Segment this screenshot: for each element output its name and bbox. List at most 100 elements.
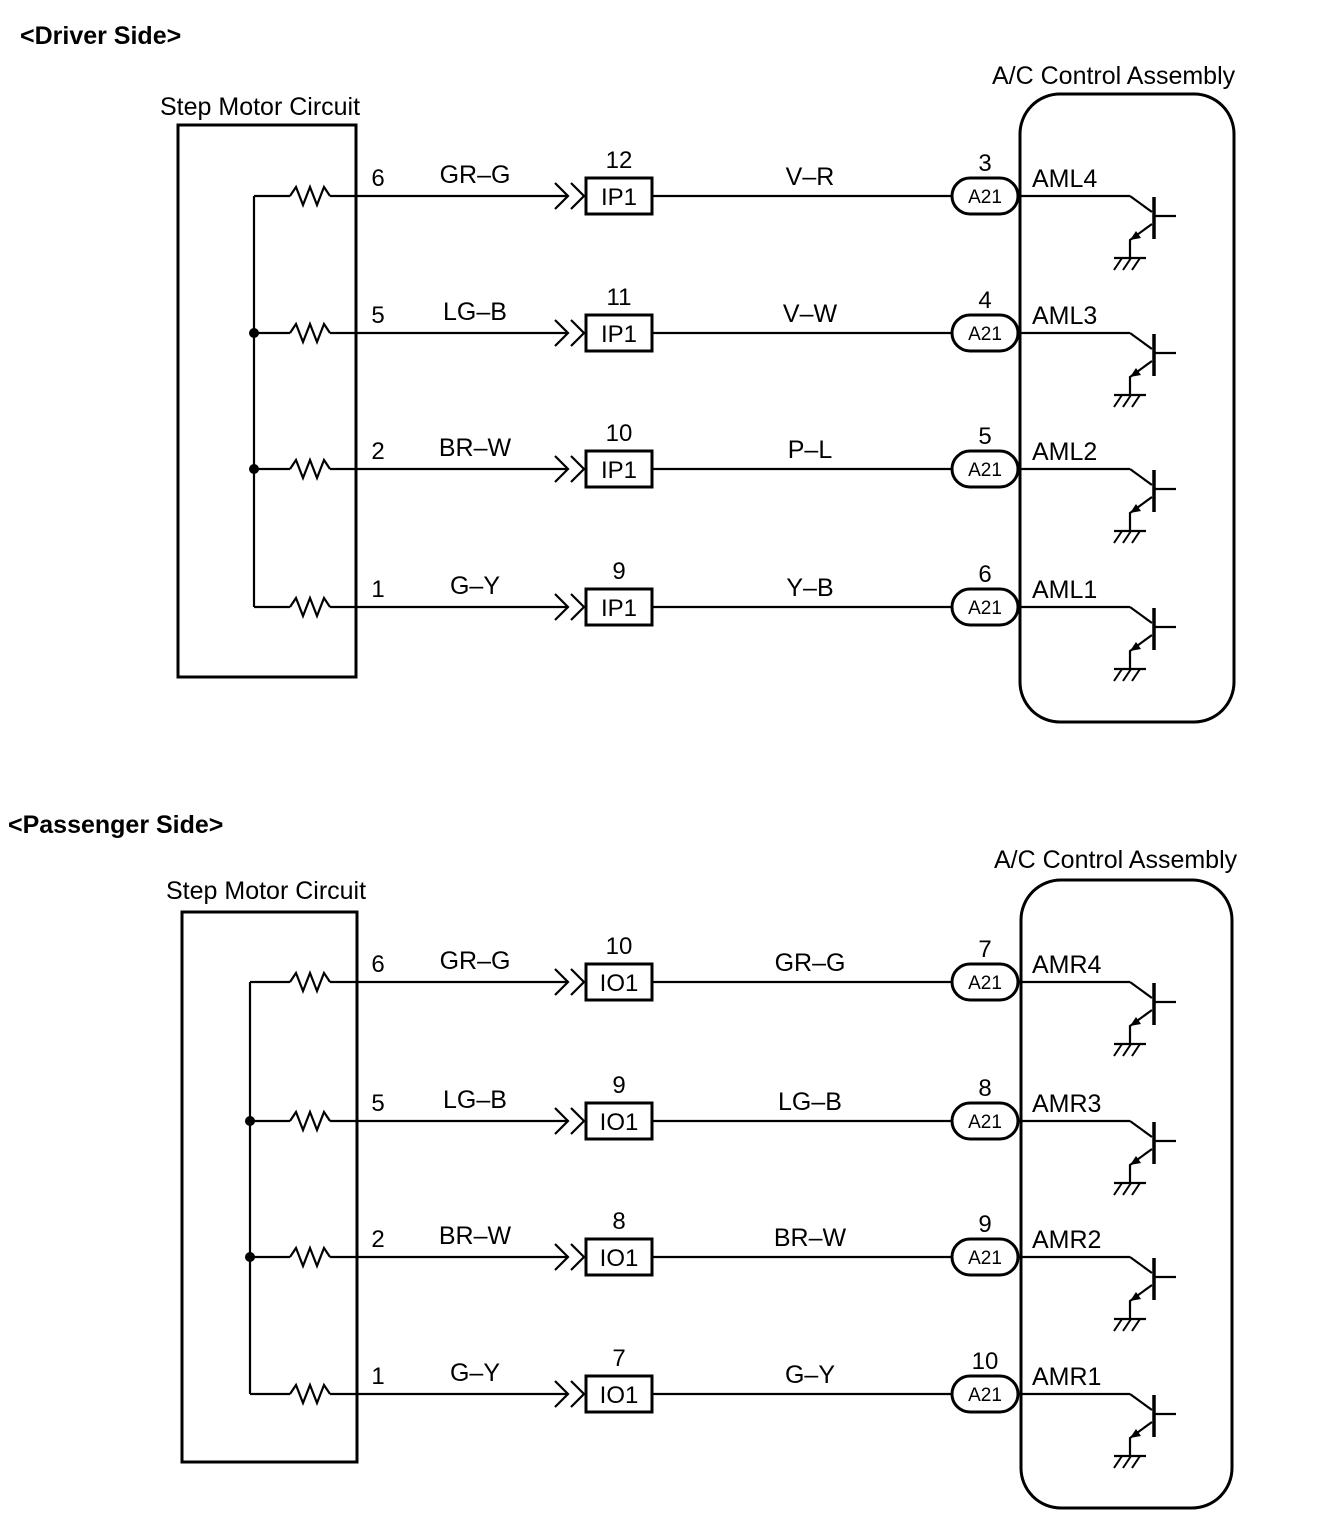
ecu-pin-number: 6 xyxy=(978,561,991,588)
transistor-emitter xyxy=(1128,496,1153,531)
ground-hatch xyxy=(1113,1455,1123,1469)
ground-hatch xyxy=(1113,394,1123,408)
section-heading: <Passenger Side> xyxy=(8,811,223,839)
chevron-connector-icon xyxy=(554,968,570,996)
ac-control-assembly-box xyxy=(1019,878,1234,1510)
ground-hatch xyxy=(1113,1182,1123,1196)
pin-number: 5 xyxy=(371,1090,384,1117)
signal-name: AMR4 xyxy=(1032,951,1102,979)
ground-hatch xyxy=(1122,530,1132,544)
chevron-connector-icon xyxy=(554,1380,570,1408)
pin-number: 2 xyxy=(371,1226,384,1253)
chevron-connector-icon xyxy=(570,455,586,483)
connector-id: IP1 xyxy=(601,595,637,622)
chevron-connector-icon xyxy=(570,1380,586,1408)
connector-pin-number: 9 xyxy=(612,1072,625,1099)
inline-connector-box xyxy=(584,1101,654,1141)
coil-resistor-icon xyxy=(289,1381,331,1407)
chevron-connector-icon xyxy=(554,593,570,621)
connector-pin-number: 7 xyxy=(612,1345,625,1372)
wire-color-label: Y–B xyxy=(786,574,833,602)
ground-hatch xyxy=(1131,668,1141,682)
ground-icon xyxy=(1113,668,1141,682)
signal-name: AML1 xyxy=(1032,576,1097,604)
step-motor-box xyxy=(176,123,358,679)
wire-color-label: BR–W xyxy=(439,1222,512,1250)
ecu-connector-id: A21 xyxy=(968,973,1002,994)
signal-name: AML3 xyxy=(1032,302,1097,330)
ecu-connector-id: A21 xyxy=(968,1248,1002,1269)
ground-hatch xyxy=(1122,394,1132,408)
step-motor-circuit-label: Step Motor Circuit xyxy=(166,877,366,905)
emitter-arrow-icon xyxy=(1130,1292,1141,1301)
coil-resistor-icon xyxy=(289,456,331,482)
wire-color-label: G–Y xyxy=(785,1361,835,1389)
connector-pin-number: 10 xyxy=(606,420,633,447)
ecu-connector-id: A21 xyxy=(968,187,1002,208)
chevron-connector-icon xyxy=(554,455,570,483)
ecu-connector-id: A21 xyxy=(968,598,1002,619)
coil-resistor-icon xyxy=(289,183,331,209)
ground-hatch xyxy=(1113,530,1123,544)
ground-icon xyxy=(1113,530,1141,544)
wire-color-label: GR–G xyxy=(440,161,511,189)
connector-id: IO1 xyxy=(600,970,639,997)
transistor-collector xyxy=(1129,606,1153,624)
emitter-arrow-icon xyxy=(1130,231,1141,240)
signal-name: AMR1 xyxy=(1032,1363,1101,1391)
emitter-arrow-icon xyxy=(1130,1156,1141,1165)
signal-name: AMR2 xyxy=(1032,1226,1101,1254)
ground-icon xyxy=(1113,1043,1141,1057)
connector-pin-number: 10 xyxy=(606,933,633,960)
ecu-pin-number: 5 xyxy=(978,423,991,450)
ecu-connector-id: A21 xyxy=(968,1112,1002,1133)
wire-color-label: LG–B xyxy=(443,298,507,326)
pin-number: 5 xyxy=(371,302,384,329)
ac-control-assembly-label: A/C Control Assembly xyxy=(992,62,1236,90)
step-motor-circuit-label: Step Motor Circuit xyxy=(160,93,360,121)
ground-hatch xyxy=(1122,1455,1132,1469)
section-heading: <Driver Side> xyxy=(20,22,181,50)
pin-number: 2 xyxy=(371,438,384,465)
signal-name: AMR3 xyxy=(1032,1090,1101,1118)
wire-color-label: BR–W xyxy=(439,434,512,462)
transistor-emitter xyxy=(1128,1148,1153,1183)
transistor-collector xyxy=(1129,981,1153,999)
chevron-connector-icon xyxy=(554,1243,570,1271)
transistor-emitter xyxy=(1128,223,1153,258)
emitter-arrow-icon xyxy=(1130,368,1141,377)
ground-hatch xyxy=(1113,257,1123,271)
ground-hatch xyxy=(1122,1043,1132,1057)
chevron-connector-icon xyxy=(554,1107,570,1135)
signal-name: AML2 xyxy=(1032,438,1097,466)
wire-color-label: GR–G xyxy=(440,947,511,975)
ground-hatch xyxy=(1131,257,1141,271)
connector-id: IP1 xyxy=(601,184,637,211)
ground-hatch xyxy=(1122,668,1132,682)
ground-icon xyxy=(1113,257,1141,271)
ecu-pin-number: 4 xyxy=(978,287,991,314)
transistor-collector xyxy=(1129,1393,1153,1411)
chevron-connector-icon xyxy=(554,182,570,210)
wire-color-label: V–R xyxy=(786,163,835,191)
pin-number: 6 xyxy=(371,165,384,192)
wire-color-label: GR–G xyxy=(775,949,846,977)
connector-pin-number: 8 xyxy=(612,1208,625,1235)
connector-id: IO1 xyxy=(600,1382,639,1409)
chevron-connector-icon xyxy=(554,319,570,347)
chevron-connector-icon xyxy=(570,593,586,621)
chevron-connector-icon xyxy=(570,968,586,996)
transistor-emitter xyxy=(1128,1421,1153,1456)
ground-hatch xyxy=(1122,1182,1132,1196)
coil-resistor-icon xyxy=(289,1108,331,1134)
connector-pin-number: 12 xyxy=(606,147,633,174)
section-driver: <Driver Side> Step Motor Circuit A/C Contr… xyxy=(20,22,1236,724)
coil-resistor-icon xyxy=(289,1244,331,1270)
connector-pin-number: 11 xyxy=(607,284,632,311)
